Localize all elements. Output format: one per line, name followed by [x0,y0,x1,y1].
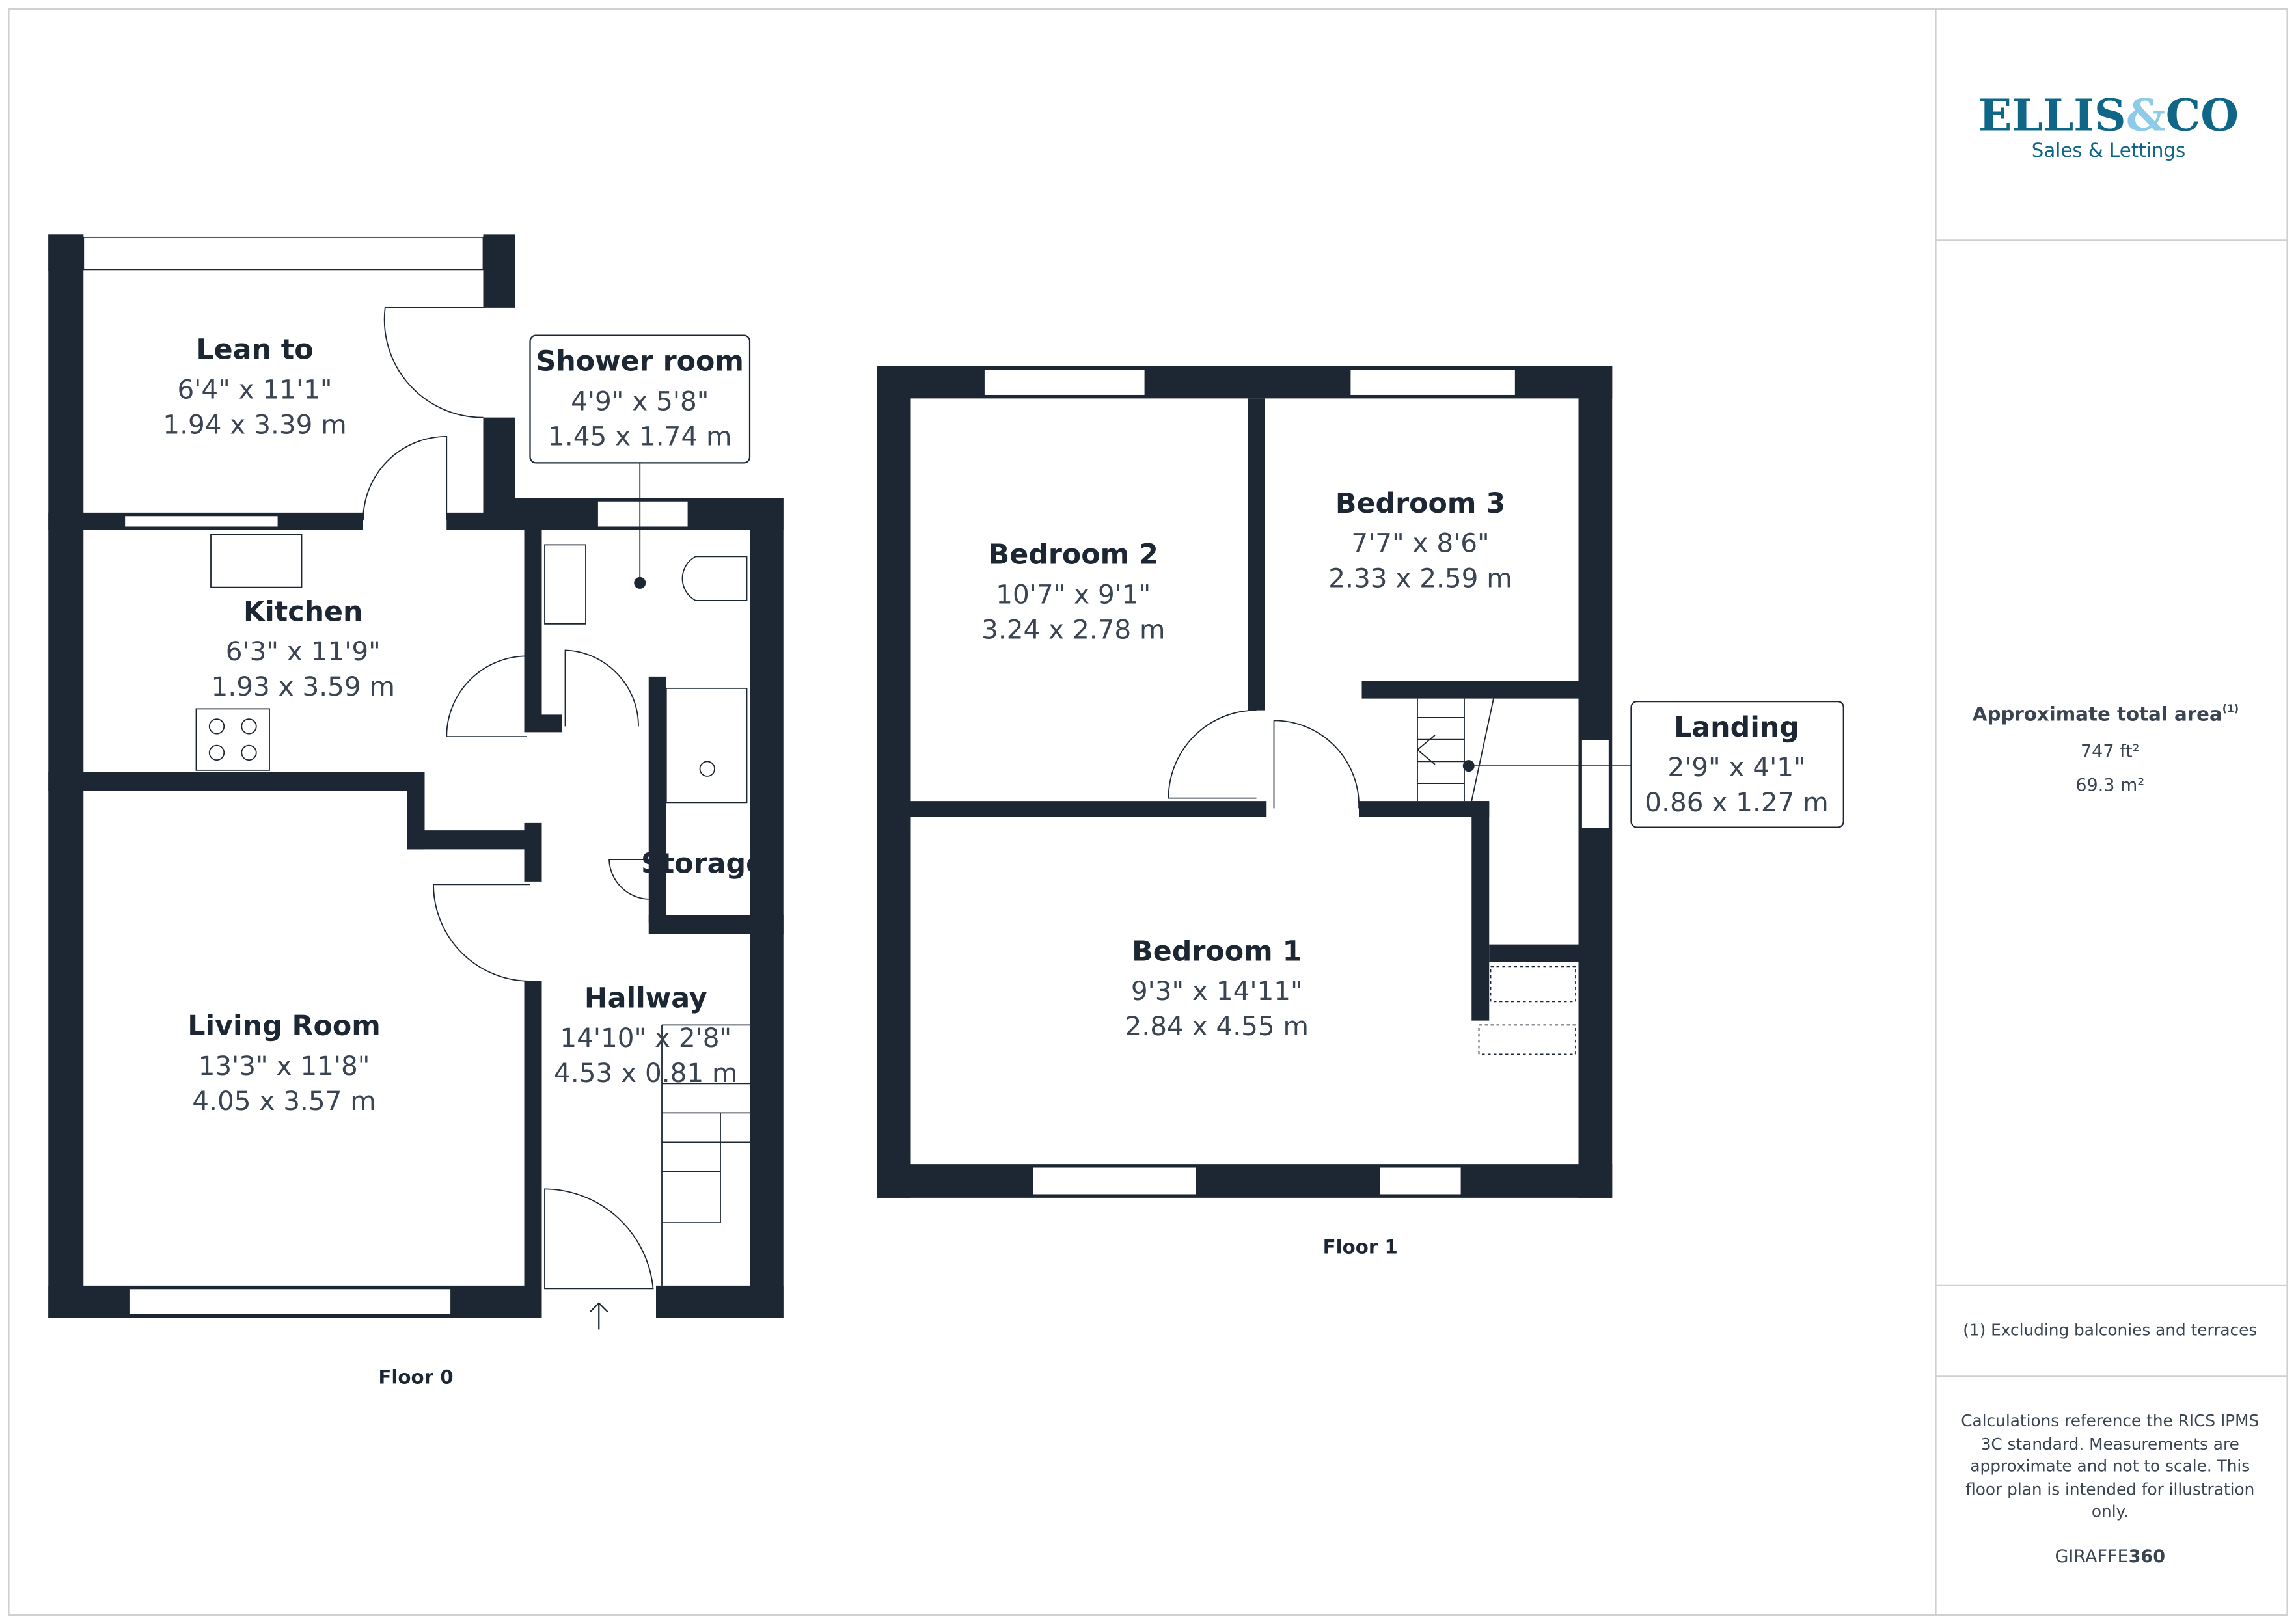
cupboard [1490,966,1576,1003]
svg-text:Lean to: Lean to [196,334,313,366]
staircase [1416,698,1494,802]
hob-icon [195,708,270,771]
svg-text:2'9" x 4'1": 2'9" x 4'1" [1667,751,1805,783]
door [446,655,528,738]
door [383,306,484,418]
window [983,368,1146,396]
svg-text:13'3" x 11'8": 13'3" x 11'8" [198,1050,370,1081]
svg-text:Kitchen: Kitchen [243,595,362,628]
toilet-icon [681,556,748,601]
room-bedroom-3: Bedroom 3 7'7" x 8'6" 2.33 x 2.59 m [1328,487,1512,594]
svg-text:10'7" x 9'1": 10'7" x 9'1" [996,578,1151,610]
door [362,435,448,521]
svg-text:Calculations reference the RIC: Calculations reference the RICS IPMS [1961,1411,2259,1430]
window [128,1288,452,1316]
svg-text:2.84 x 4.55 m: 2.84 x 4.55 m [1125,1010,1309,1042]
svg-text:3C standard. Measurements are: 3C standard. Measurements are [1981,1435,2239,1454]
svg-text:7'7" x 8'6": 7'7" x 8'6" [1351,528,1489,559]
shower-tray-icon [665,687,748,804]
svg-text:6'4" x 11'1": 6'4" x 11'1" [177,373,332,405]
entrance-arrow-icon [589,1302,608,1330]
svg-text:Shower room: Shower room [536,345,744,378]
room-storage: Storage [641,847,765,880]
basin-icon [544,544,586,625]
svg-text:only.: only. [2092,1502,2129,1521]
window [1349,368,1516,396]
room-bedroom-2: Bedroom 2 10'7" x 9'1" 3.24 x 2.78 m [981,539,1165,645]
total-area-title: Approximate total area(1) [1973,702,2239,725]
svg-text:Landing: Landing [1674,711,1799,744]
svg-text:1.93 x 3.59 m: 1.93 x 3.59 m [212,671,395,702]
floor-0-label: Floor 0 [378,1366,453,1388]
front-door [544,1188,654,1290]
svg-text:Bedroom 1: Bedroom 1 [1132,935,1302,968]
svg-text:14'10" x 2'8": 14'10" x 2'8" [560,1022,731,1053]
svg-text:3.24 x 2.78 m: 3.24 x 2.78 m [981,614,1165,645]
ellis-co-logo: ELLIS&CO Sales & Lettings [1978,90,2239,162]
door [564,649,639,727]
door [1168,709,1257,799]
svg-text:1.45 x 1.74 m: 1.45 x 1.74 m [548,420,731,452]
svg-text:4.53 x 0.81 m: 4.53 x 0.81 m [554,1057,737,1089]
svg-text:ELLIS&CO: ELLIS&CO [1978,90,2239,141]
window [597,500,689,528]
window [1032,1166,1197,1196]
room-hallway: Hallway 14'10" x 2'8" 4.53 x 0.81 m [554,982,737,1089]
logo-tagline: Sales & Lettings [2032,139,2185,161]
svg-text:Living Room: Living Room [187,1010,381,1042]
svg-text:1.94 x 3.39 m: 1.94 x 3.39 m [163,409,346,440]
svg-text:4.05 x 3.57 m: 4.05 x 3.57 m [192,1085,376,1116]
giraffe360-credit: GIRAFFE360 [2055,1547,2165,1567]
floor-1-label: Floor 1 [1323,1236,1398,1258]
room-lean-to: Lean to 6'4" x 11'1" 1.94 x 3.39 m [163,334,346,440]
room-landing: Landing 2'9" x 4'1" 0.86 x 1.27 m [1645,711,1828,818]
room-shower-room: Shower room 4'9" x 5'8" 1.45 x 1.74 m [536,345,744,452]
door [433,884,530,982]
room-living-room: Living Room 13'3" x 11'8" 4.05 x 3.57 m [187,1010,381,1116]
svg-text:Bedroom 3: Bedroom 3 [1335,487,1505,520]
door [1273,720,1360,809]
svg-text:floor plan is intended for ill: floor plan is intended for illustration [1965,1480,2254,1499]
svg-text:0.86 x 1.27 m: 0.86 x 1.27 m [1645,787,1828,818]
footnote: (1) Excluding balconies and terraces [1963,1320,2257,1339]
callout-landing [1462,701,1844,828]
callout-shower-room [529,334,751,589]
total-area-ft: 747 ft² [2081,742,2140,762]
disclaimer: Calculations reference the RICS IPMS 3C … [1961,1411,2259,1521]
room-kitchen: Kitchen 6'3" x 11'9" 1.93 x 3.59 m [212,595,395,702]
svg-text:approximate and not to scale.: approximate and not to scale. This [1970,1457,2250,1476]
svg-text:9'3" x 14'11": 9'3" x 14'11" [1131,975,1303,1007]
svg-text:6'3" x 11'9": 6'3" x 11'9" [226,636,381,667]
floor-0-plan [48,234,784,1330]
svg-text:Hallway: Hallway [584,982,707,1014]
floor-1-plan [877,366,1613,1198]
cupboard [1478,1024,1576,1055]
window [83,236,484,271]
window [124,515,279,528]
window [1378,1166,1462,1196]
door [608,859,649,900]
svg-text:4'9" x 5'8": 4'9" x 5'8" [571,385,709,416]
sink-icon [210,534,303,588]
svg-text:2.33 x 2.59 m: 2.33 x 2.59 m [1328,563,1512,594]
total-area-m: 69.3 m² [2075,775,2144,795]
svg-text:Bedroom 2: Bedroom 2 [989,539,1158,571]
staircase [661,1024,750,1286]
sheet-border [8,8,2288,1616]
room-bedroom-1: Bedroom 1 9'3" x 14'11" 2.84 x 4.55 m [1125,935,1309,1042]
window [1581,738,1610,830]
